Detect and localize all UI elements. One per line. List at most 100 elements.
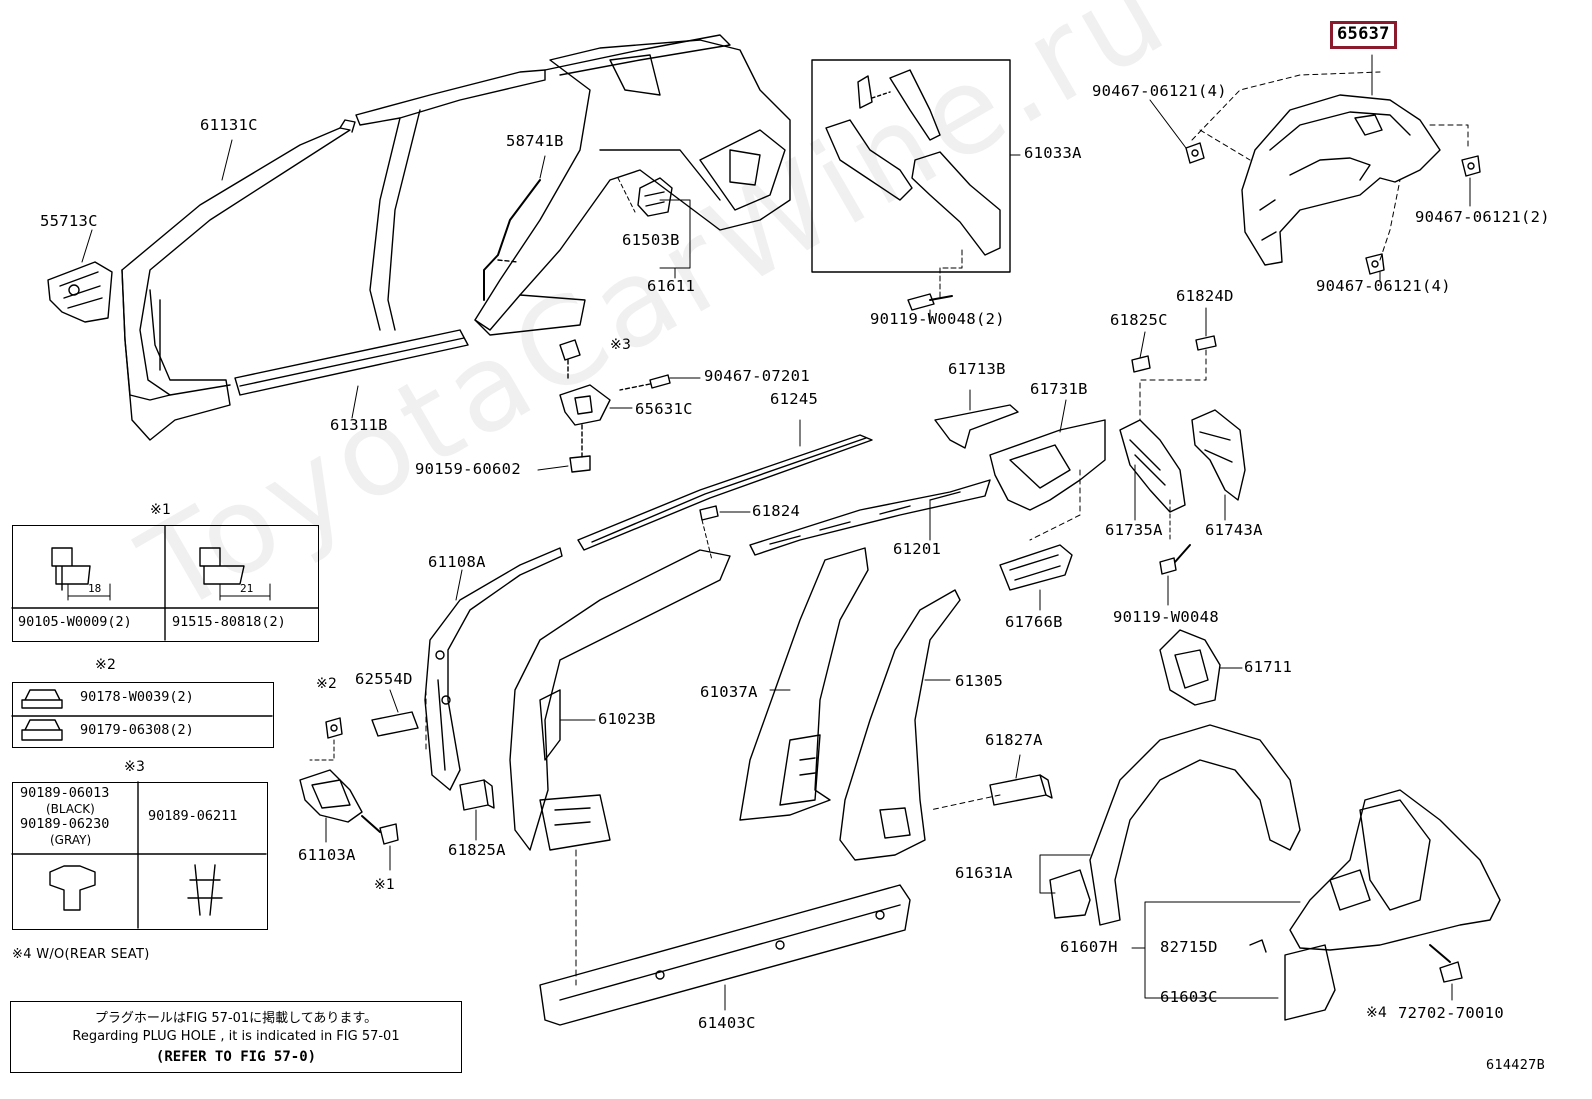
label-65631C[interactable]: 65631C — [635, 400, 693, 418]
label-61305[interactable]: 61305 — [955, 672, 1004, 690]
legend-s3-part-gray[interactable]: 90189-06230 — [20, 816, 110, 832]
part-61713B-shape — [934, 404, 1019, 449]
label-65637-highlighted[interactable]: 65637 — [1330, 21, 1397, 49]
legend-s1-mark: ※1 — [150, 502, 172, 518]
legend-s2-box — [12, 682, 274, 748]
nut-90467-c-shape — [1365, 253, 1385, 275]
part-61033A-shape — [825, 69, 1001, 256]
label-72702-70010[interactable]: 72702-70010 — [1398, 1004, 1504, 1022]
part-62554D-shape — [371, 711, 419, 737]
label-61743A[interactable]: 61743A — [1205, 521, 1263, 539]
part-61245-shape — [577, 434, 873, 551]
label-61825C[interactable]: 61825C — [1110, 311, 1168, 329]
label-58741B[interactable]: 58741B — [506, 132, 564, 150]
legend-s3-part-right[interactable]: 90189-06211 — [148, 808, 238, 824]
nut-90467-b-shape — [1461, 155, 1481, 177]
bolt-90119-shape — [907, 293, 953, 311]
note-japanese: プラグホールはFIG 57-01に掲載してあります。 — [94, 1011, 378, 1026]
label-61131C[interactable]: 61131C — [200, 116, 258, 134]
label-82715D[interactable]: 82715D — [1160, 938, 1218, 956]
part-61825C-shape — [1131, 355, 1151, 373]
part-61311B-shape — [234, 329, 469, 396]
bolt-s1-shape — [361, 815, 399, 845]
part-58741B-shape — [483, 179, 541, 301]
legend-s2-part-1[interactable]: 90178-W0039(2) — [80, 689, 194, 705]
label-61711[interactable]: 61711 — [1244, 658, 1293, 676]
legend-s1-box — [12, 525, 319, 642]
part-61131C-shape — [121, 119, 356, 441]
label-90467-06121-4-bottom[interactable]: 90467-06121(4) — [1316, 277, 1451, 295]
legend-s3-part-black[interactable]: 90189-06013 — [20, 785, 110, 801]
label-61824[interactable]: 61824 — [752, 502, 801, 520]
part-61735A-shape — [1119, 419, 1186, 513]
part-61743A-shape — [1191, 409, 1246, 501]
symbol-s1-bolt: ※1 — [374, 877, 396, 893]
label-90467-06121-4-top[interactable]: 90467-06121(4) — [1092, 82, 1227, 100]
label-61827A[interactable]: 61827A — [985, 731, 1043, 749]
label-61103A[interactable]: 61103A — [298, 846, 356, 864]
label-61713B[interactable]: 61713B — [948, 360, 1006, 378]
label-61825A[interactable]: 61825A — [448, 841, 506, 859]
label-61108A[interactable]: 61108A — [428, 553, 486, 571]
legend-s1-part-1[interactable]: 90105-W0009(2) — [18, 614, 132, 630]
part-61108A-shape — [424, 547, 563, 791]
part-61825A-shape — [459, 779, 495, 811]
label-61033A[interactable]: 61033A — [1024, 144, 1082, 162]
label-55713C[interactable]: 55713C — [40, 212, 98, 230]
part-61824-shape — [699, 505, 719, 521]
label-61731B[interactable]: 61731B — [1030, 380, 1088, 398]
legend-s2-drawings — [11, 689, 273, 741]
label-61611[interactable]: 61611 — [647, 277, 696, 295]
label-90467-06121-2[interactable]: 90467-06121(2) — [1415, 208, 1550, 226]
legend-s1-part-2[interactable]: 91515-80818(2) — [172, 614, 286, 630]
label-61735A[interactable]: 61735A — [1105, 521, 1163, 539]
legend-s1-dim-1: 18 — [88, 582, 102, 595]
label-90119-W0048[interactable]: 90119-W0048 — [1113, 608, 1219, 626]
plug-hole-note-box: プラグホールはFIG 57-01に掲載してあります。 Regarding PLU… — [10, 1001, 462, 1073]
part-65637-shape — [1241, 94, 1441, 266]
legend-s2-part-2[interactable]: 90179-06308(2) — [80, 722, 194, 738]
label-90159-60602[interactable]: 90159-60602 — [415, 460, 521, 478]
part-61766B-shape — [999, 544, 1073, 591]
note-refer-link[interactable]: (REFER TO FIG 57-0) — [155, 1049, 317, 1065]
legend-s3-color-black: (BLACK) — [46, 802, 95, 816]
part-61824D-shape — [1195, 335, 1217, 351]
label-61603C[interactable]: 61603C — [1160, 988, 1218, 1006]
label-61766B[interactable]: 61766B — [1005, 613, 1063, 631]
label-61201[interactable]: 61201 — [893, 540, 942, 558]
label-61503B[interactable]: 61503B — [622, 231, 680, 249]
label-61037A[interactable]: 61037A — [700, 683, 758, 701]
bolt-90119-b-shape — [1159, 544, 1191, 575]
part-61201-shape — [749, 479, 991, 556]
part-rear-quarter-shape — [474, 39, 791, 336]
label-61311B[interactable]: 61311B — [330, 416, 388, 434]
label-62554D[interactable]: 62554D — [355, 670, 413, 688]
part-61023B-shape — [509, 549, 731, 851]
part-61603C-shape — [1284, 944, 1336, 1021]
part-61631A-shape — [1049, 724, 1301, 926]
part-61033A-group-box — [811, 59, 1011, 273]
symbol-s2-nut: ※2 — [316, 676, 338, 692]
label-90467-07201[interactable]: 90467-07201 — [704, 367, 810, 385]
note-english: Regarding PLUG HOLE , it is indicated in… — [72, 1029, 400, 1044]
label-61631A[interactable]: 61631A — [955, 864, 1013, 882]
clip-column-shape — [559, 339, 671, 473]
legend-s3-mark: ※3 — [124, 759, 146, 775]
label-61245[interactable]: 61245 — [770, 390, 819, 408]
part-82715D-shape — [1249, 939, 1267, 953]
part-61607H-shape — [1289, 789, 1501, 951]
legend-s1-dim-2: 21 — [240, 582, 254, 595]
part-61305-shape — [839, 589, 961, 861]
label-61023B[interactable]: 61023B — [598, 710, 656, 728]
part-61503B-shape — [637, 177, 673, 217]
part-55713C-shape — [47, 261, 113, 323]
part-61037A-shape — [739, 547, 869, 821]
part-61731B-shape — [989, 419, 1106, 511]
label-61403C[interactable]: 61403C — [698, 1014, 756, 1032]
part-61403C-shape — [539, 884, 911, 1026]
legend-s3-color-gray: (GRAY) — [50, 833, 92, 847]
label-61607H[interactable]: 61607H — [1060, 938, 1118, 956]
label-61824D[interactable]: 61824D — [1176, 287, 1234, 305]
label-90119-W0048-2[interactable]: 90119-W0048(2) — [870, 310, 1005, 328]
